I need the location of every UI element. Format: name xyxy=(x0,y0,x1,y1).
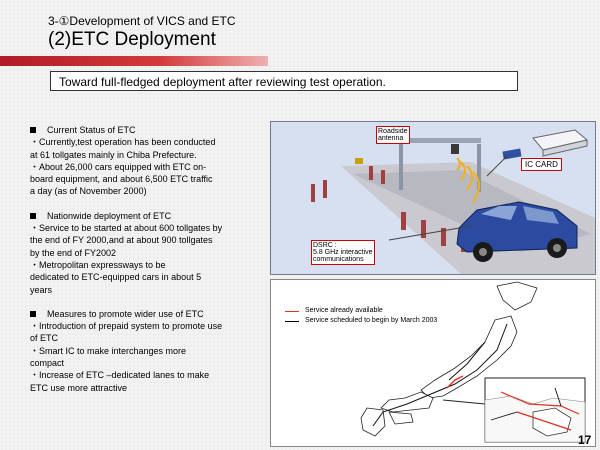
car-icon xyxy=(456,201,578,262)
japan-landmass xyxy=(360,281,538,437)
header-subtitle: 3-①Development of VICS and ETC xyxy=(48,14,236,28)
bullet-square-icon xyxy=(30,212,36,219)
section-body: ・Service to be started at about 600 toll… xyxy=(30,223,223,295)
section-body: ・Introduction of prepaid system to promo… xyxy=(30,321,223,393)
section-title: Current Status of ETC xyxy=(47,125,136,135)
page-title: (2)ETC Deployment xyxy=(48,29,216,50)
japan-expressway-map: Service already available Service schedu… xyxy=(270,279,596,447)
summary-banner: Toward full-fledged deployment after rev… xyxy=(50,71,518,91)
legend-item: Service already available xyxy=(285,306,437,316)
gantry-beam xyxy=(399,138,481,143)
legend-swatch xyxy=(285,320,299,322)
planned-routes xyxy=(372,323,508,427)
legend-label: Service scheduled to begin by March 2003 xyxy=(305,317,438,324)
ic-card-reader-icon xyxy=(502,129,589,160)
roadside-antenna-icon xyxy=(451,144,459,154)
page-number: 17 xyxy=(578,433,592,447)
available-routes xyxy=(446,375,464,389)
toll-gate-scene xyxy=(311,129,595,274)
section-current-status: Current Status of ETC ・Currently,test op… xyxy=(30,124,262,198)
legend-item: Service scheduled to begin by March 2003 xyxy=(285,316,437,326)
etc-illustration: Roadside antenna IC CARD DSRC : 5.8 GHz … xyxy=(270,121,596,275)
zoom-pointer-line xyxy=(442,399,486,405)
small-vehicle-icon xyxy=(355,158,363,164)
legend-swatch xyxy=(285,310,299,312)
roadside-antenna-label: Roadside antenna xyxy=(376,126,410,144)
section-title: Nationwide deployment of ETC xyxy=(47,210,172,221)
ic-card-label: IC CARD xyxy=(521,158,562,171)
tokyo-inset-map xyxy=(484,377,586,443)
radio-wave-icon xyxy=(456,157,480,203)
section-nationwide-deployment: Nationwide deployment of ETC ・Service to… xyxy=(30,210,262,296)
gantry-pole xyxy=(399,140,403,190)
japan-map-graphic xyxy=(360,281,586,443)
bullet-square-icon xyxy=(30,127,36,134)
legend-label: Service already available xyxy=(305,307,383,314)
section-title: Measures to promote wider use of ETC xyxy=(47,308,204,319)
dsrc-pointer-line xyxy=(388,225,472,241)
bullet-square-icon xyxy=(30,311,36,317)
dsrc-label: DSRC : 5.8 GHz interactive communication… xyxy=(311,240,375,265)
text-column: Current Status of ETC ・Currently,test op… xyxy=(30,124,262,406)
header-accent-bar xyxy=(0,56,268,66)
card-pointer-line xyxy=(486,155,508,177)
section-body: ・Currently,test operation has been condu… xyxy=(30,137,216,197)
gantry-pole xyxy=(477,144,481,192)
map-legend: Service already available Service schedu… xyxy=(285,306,437,326)
section-promotion-measures: Measures to promote wider use of ETC ・In… xyxy=(30,308,262,394)
